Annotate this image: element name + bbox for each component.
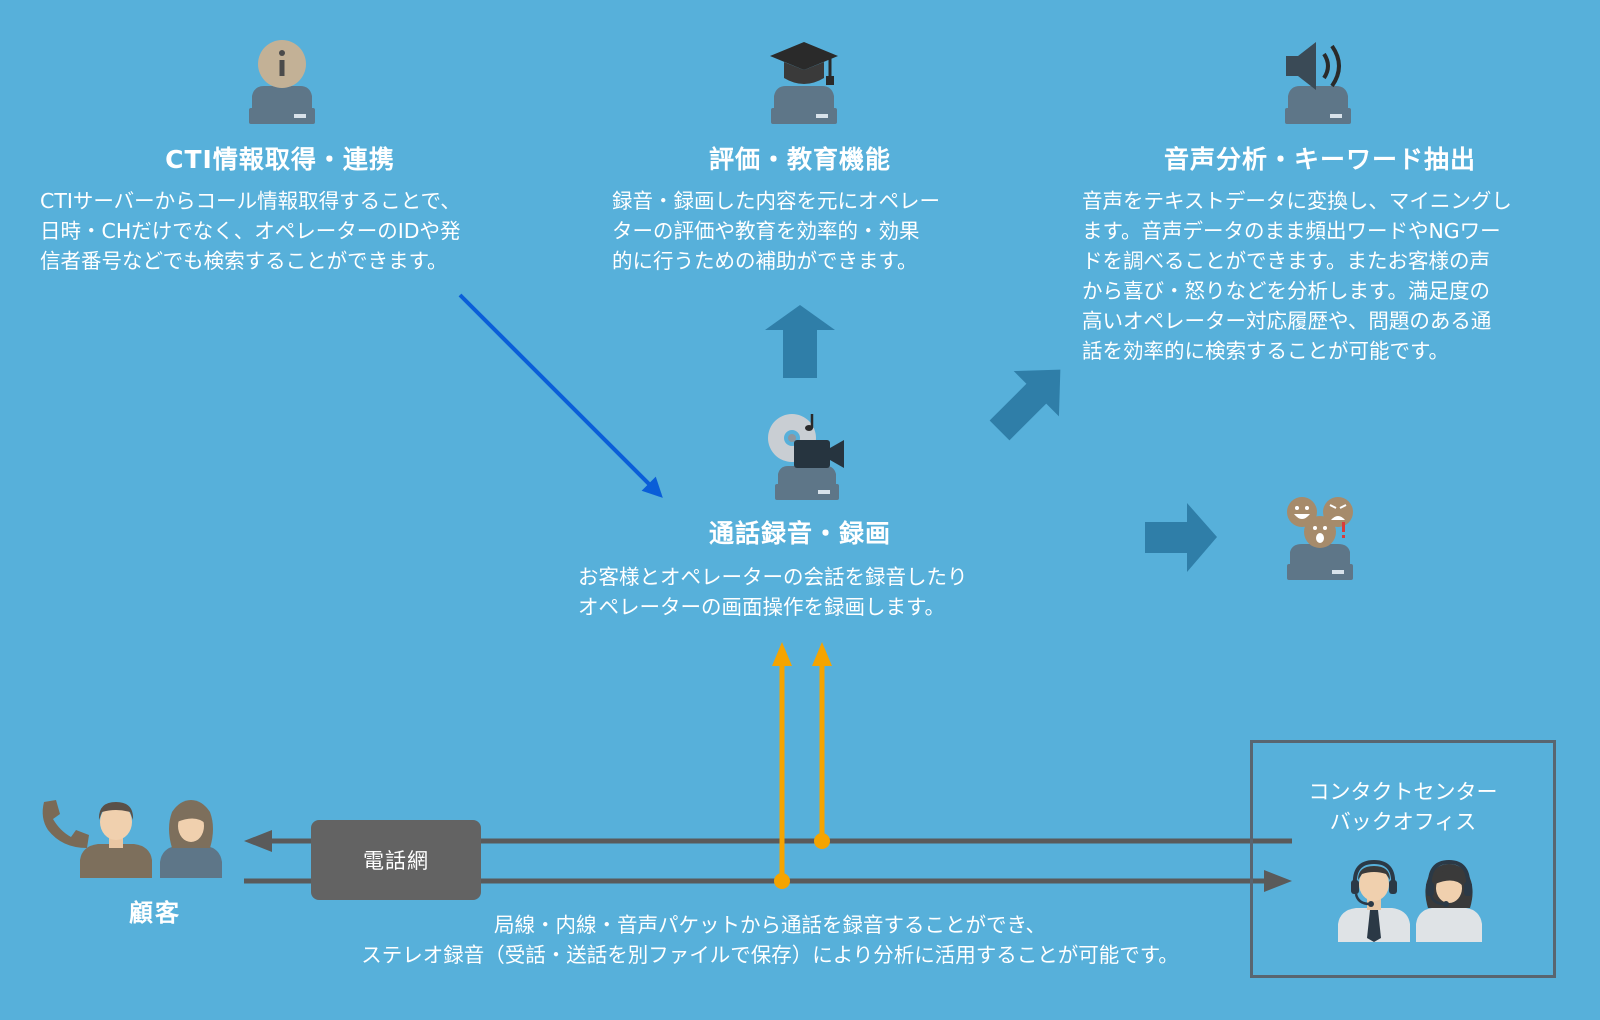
eval-desc-line: 録音・録画した内容を元にオペレー [612, 189, 940, 213]
analysis-title: 音声分析・キーワード抽出 [1163, 145, 1476, 174]
arrowhead-left [244, 830, 272, 852]
analysis-desc-line: から喜び・怒りなどを分析します。満足度の [1082, 279, 1490, 303]
record-desc-line: お客様とオペレーターの会話を録音したり [578, 565, 968, 589]
disc-camera-server-icon [768, 414, 844, 500]
cti-to-record-arrow [458, 293, 663, 498]
analysis-desc-line: ドを調べることができます。またお客様の声 [1082, 249, 1490, 273]
operator-man-icon [1338, 860, 1410, 942]
contact-center-box: コンタクトセンター バックオフィス [1250, 740, 1556, 978]
cti-desc-line: 信者番号などでも検索することができます。 [40, 249, 448, 273]
phone-icon [42, 800, 89, 848]
operator-woman-icon [1416, 860, 1482, 942]
record-desc-line: オペレーターの画面操作を録画します。 [578, 595, 945, 619]
bottom-note-line: 局線・内線・音声パケットから通話を録音することができ、 [493, 913, 1047, 937]
capture-arrowhead-2 [812, 642, 832, 666]
customer-woman-icon [160, 800, 222, 878]
contact-center-label: コンタクトセンター バックオフィス [1308, 780, 1498, 834]
cti-title: CTI情報取得・連携 [165, 145, 395, 174]
arrowhead-right [1264, 870, 1292, 892]
eval-desc-line: ターの評価や教育を効率的・効果 [612, 219, 920, 243]
eval-desc-line: 的に行うための補助ができます。 [612, 249, 918, 273]
customer-label: 顧客 [129, 899, 181, 927]
bottom-note-line: ステレオ録音（受話・送話を別ファイルで保存）により分析に活用することが可能です。 [361, 943, 1179, 967]
phone-network-box: 電話網 [311, 820, 481, 900]
cti-description: CTIサーバーからコール情報取得することで、 日時・CHだけでなく、オペレーター… [40, 186, 461, 276]
right-block-arrow [1145, 503, 1217, 572]
analysis-desc-line: 話を効率的に検索することが可能です。 [1082, 339, 1449, 363]
customer-man-icon [80, 802, 152, 878]
bottom-note: 局線・内線・音声パケットから通話を録音することができ、 ステレオ録音（受話・送話… [290, 910, 1250, 970]
speaker-server-icon [1285, 42, 1351, 124]
record-title: 通話録音・録画 [708, 519, 891, 548]
emotion-faces-server-icon [1287, 497, 1353, 580]
up-block-arrow [765, 305, 835, 378]
analysis-desc-line: 音声をテキストデータに変換し、マイニングし [1082, 189, 1512, 213]
record-description: お客様とオペレーターの会話を録音したり オペレーターの画面操作を録画します。 [578, 562, 968, 622]
capture-point-1 [774, 873, 790, 889]
capture-arrowhead-1 [772, 642, 792, 666]
cti-desc-line: 日時・CHだけでなく、オペレーターのIDや発 [40, 219, 461, 243]
analysis-desc-line: 高いオペレーター対応履歴や、問題のある通 [1082, 309, 1492, 333]
graduation-cap-server-icon [770, 42, 838, 124]
phone-network-label: 電話網 [363, 849, 429, 873]
cti-desc-line: CTIサーバーからコール情報取得することで、 [40, 189, 461, 213]
info-server-icon [249, 40, 315, 124]
capture-point-2 [814, 833, 830, 849]
eval-description: 録音・録画した内容を元にオペレー ターの評価や教育を効率的・効果 的に行うための… [612, 186, 940, 276]
eval-title: 評価・教育機能 [708, 145, 891, 174]
analysis-desc-line: ます。音声データのまま頻出ワードやNGワー [1082, 219, 1501, 243]
analysis-description: 音声をテキストデータに変換し、マイニングし ます。音声データのまま頻出ワードやN… [1082, 186, 1512, 366]
diagonal-block-arrow [989, 369, 1061, 441]
